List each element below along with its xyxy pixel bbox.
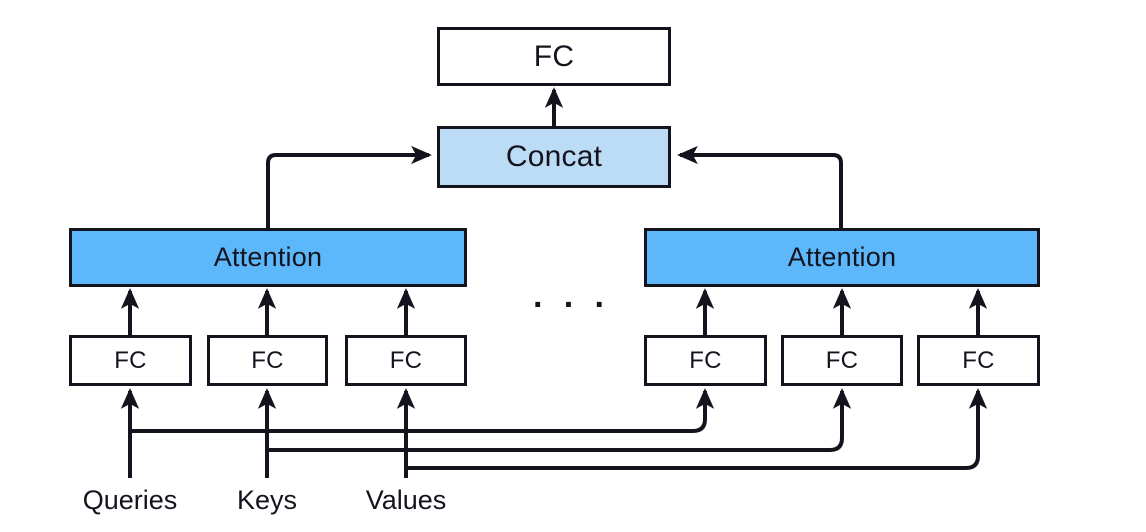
node-attention-left[interactable]: Attention: [69, 228, 467, 287]
node-fc-values-right-label: FC: [962, 346, 995, 374]
edge-keys-bus-to-fc-k-right: [267, 388, 852, 452]
edge-attention-left-to-concat: [266, 145, 432, 228]
node-fc-keys-right-label: FC: [825, 346, 859, 374]
input-label-values: Values: [365, 485, 447, 515]
node-fc-queries-left-label: FC: [114, 346, 147, 374]
node-fc-queries-right[interactable]: FC: [644, 335, 767, 386]
input-label-queries: Queries: [82, 485, 178, 515]
node-fc-values-left[interactable]: FC: [345, 335, 467, 386]
node-fc-keys-left[interactable]: FC: [207, 335, 328, 386]
input-label-keys: Keys: [236, 485, 298, 515]
node-fc-values-left-label: FC: [389, 346, 423, 374]
node-fc-output-label: FC: [533, 39, 575, 73]
node-fc-queries-right-label: FC: [689, 346, 722, 374]
ellipsis-more-heads: · · ·: [533, 286, 611, 324]
node-fc-keys-right[interactable]: FC: [781, 335, 903, 386]
node-fc-output[interactable]: FC: [437, 27, 671, 86]
node-concat[interactable]: Concat: [437, 126, 671, 188]
edge-attention-right-to-concat: [677, 145, 843, 228]
node-attention-right-label: Attention: [787, 242, 897, 272]
node-fc-values-right[interactable]: FC: [917, 335, 1040, 386]
node-fc-keys-left-label: FC: [251, 346, 284, 374]
edge-queries-bus-to-fc-q-right: [130, 388, 715, 433]
node-attention-left-label: Attention: [213, 242, 323, 272]
node-attention-right[interactable]: Attention: [644, 228, 1040, 287]
node-fc-queries-left[interactable]: FC: [69, 335, 192, 386]
edge-values-bus-to-fc-v-right: [406, 388, 988, 470]
node-concat-label: Concat: [505, 140, 603, 173]
